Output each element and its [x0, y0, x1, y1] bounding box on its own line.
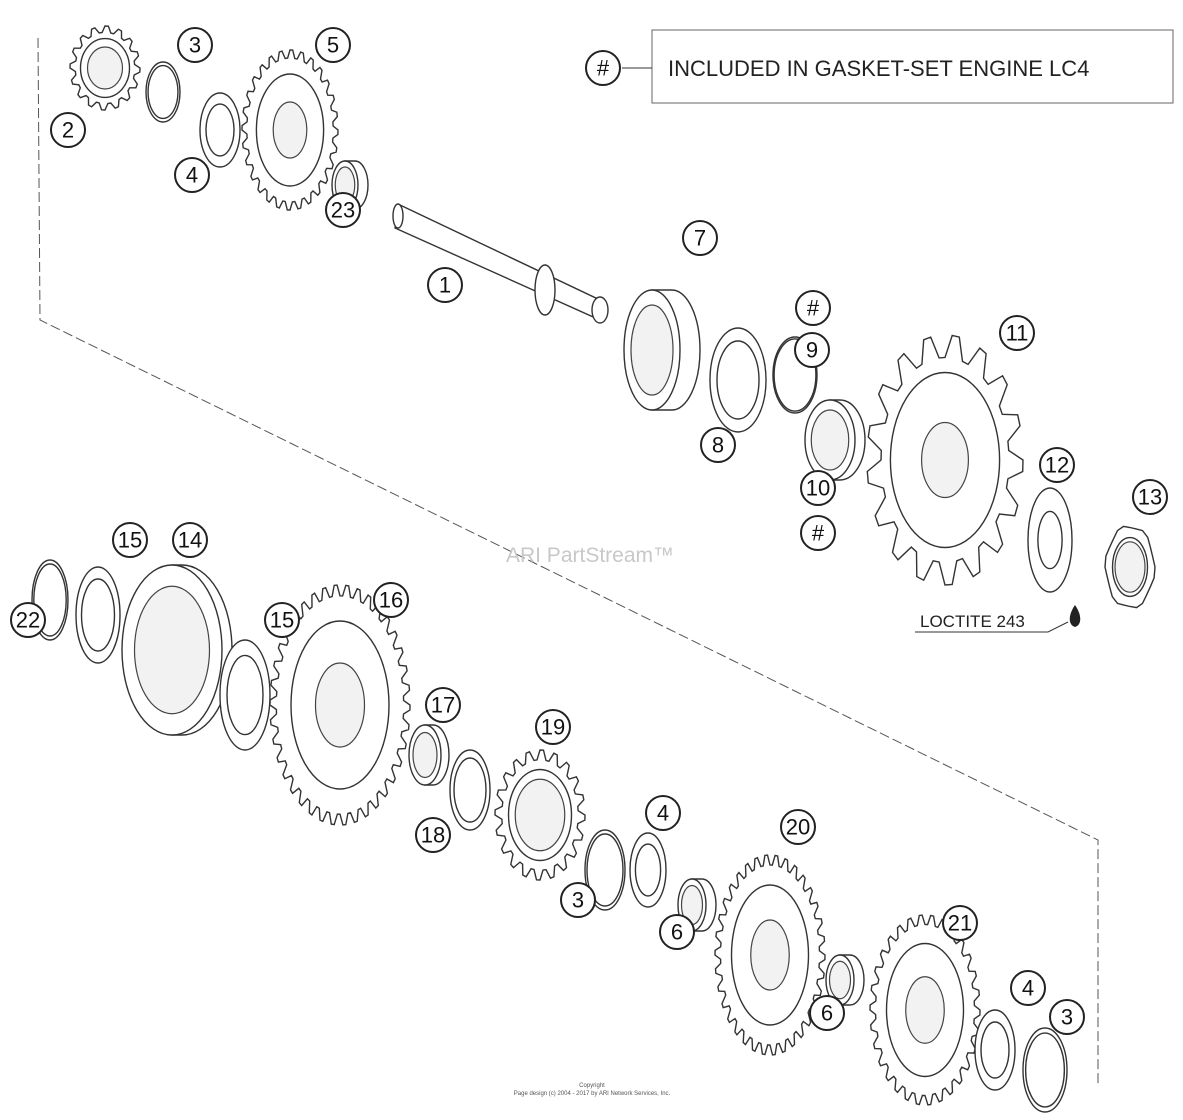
- loctite-note: LOCTITE 243: [915, 605, 1081, 633]
- callout-number: 17: [431, 693, 455, 718]
- callout-number: 20: [786, 815, 810, 840]
- callout-number: 7: [694, 226, 706, 251]
- sprocket-11: [866, 334, 1024, 586]
- callout-number: 4: [186, 163, 198, 188]
- callout-number: 13: [1138, 485, 1162, 510]
- washer-15: [75, 566, 121, 664]
- callout-19: 19: [535, 709, 571, 745]
- spacer-10: [804, 399, 866, 481]
- callout-5: 5: [315, 27, 351, 63]
- washer-4: [199, 92, 241, 168]
- circlip-3c: [1022, 1027, 1068, 1113]
- seal-8: [709, 327, 767, 433]
- callout-number: 8: [712, 433, 724, 458]
- callout-6: 6: [659, 914, 695, 950]
- callout-hash: #: [800, 515, 836, 551]
- legend-text: INCLUDED IN GASKET-SET ENGINE LC4: [668, 56, 1089, 81]
- callout-18: 18: [415, 817, 451, 853]
- washer-4b: [629, 832, 667, 908]
- callout-15: 15: [112, 522, 148, 558]
- gear-19: [494, 749, 586, 881]
- callout-3: 3: [177, 27, 213, 63]
- callout-13: 13: [1132, 479, 1168, 515]
- callout-number: 22: [16, 608, 40, 633]
- bushing-17: [408, 724, 450, 786]
- callout-number: 21: [948, 911, 972, 936]
- drop-icon: [1069, 605, 1081, 627]
- callout-22: 22: [10, 602, 46, 638]
- callout-15: 15: [264, 602, 300, 638]
- callout-number: 1: [439, 273, 451, 298]
- parts: [31, 25, 1156, 1113]
- callout-number: 19: [541, 715, 565, 740]
- callout-16: 16: [373, 582, 409, 618]
- callout-17: 17: [425, 687, 461, 723]
- callout-number: 18: [421, 823, 445, 848]
- callout-number: 16: [379, 588, 403, 613]
- callout-3: 3: [1049, 999, 1085, 1035]
- callout-2: 2: [50, 112, 86, 148]
- callout-1: 1: [427, 267, 463, 303]
- main-shaft-1: [392, 203, 609, 324]
- callout-20: 20: [780, 809, 816, 845]
- callout-number: 10: [806, 476, 830, 501]
- loctite-label: LOCTITE 243: [920, 612, 1025, 631]
- washer-15b: [219, 639, 271, 751]
- callout-10: 10: [800, 470, 836, 506]
- washer-18: [449, 749, 491, 831]
- legend: # INCLUDED IN GASKET-SET ENGINE LC4: [585, 29, 1174, 104]
- callout-7: 7: [682, 220, 718, 256]
- callout-4: 4: [174, 157, 210, 193]
- callout-14: 14: [172, 522, 208, 558]
- callout-number: 4: [1022, 976, 1034, 1001]
- callout-11: 11: [999, 315, 1035, 351]
- copyright-line1: Copyright: [579, 1083, 605, 1089]
- callout-number: 3: [189, 33, 201, 58]
- callout-number: 2: [62, 118, 74, 143]
- callout-8: 8: [700, 427, 736, 463]
- callout-number: #: [807, 296, 820, 321]
- callout-hash: #: [795, 290, 831, 326]
- callout-number: 3: [572, 888, 584, 913]
- callout-number: 5: [327, 33, 339, 58]
- bushing-6b: [825, 954, 865, 1006]
- bearing-14: [121, 564, 233, 736]
- gear-16: [269, 584, 411, 826]
- circlip-3: [145, 61, 181, 123]
- callout-6: 6: [809, 995, 845, 1031]
- callout-3: 3: [560, 882, 596, 918]
- gear-2: [69, 25, 141, 111]
- callout-number: 23: [331, 198, 355, 223]
- nut-13: [1104, 525, 1156, 609]
- callout-12: 12: [1039, 447, 1075, 483]
- legend-hash-callout: #: [585, 50, 621, 86]
- callout-4: 4: [1010, 970, 1046, 1006]
- gear-21: [869, 914, 981, 1106]
- callout-23: 23: [325, 192, 361, 228]
- callout-4: 4: [645, 795, 681, 831]
- callout-number: 6: [821, 1001, 833, 1026]
- bearing-7: [623, 289, 701, 411]
- callout-number: 9: [806, 338, 818, 363]
- callout-number: 6: [671, 920, 683, 945]
- callout-number: 15: [270, 608, 294, 633]
- washer-4c: [974, 1009, 1016, 1091]
- lock-washer-12: [1027, 487, 1073, 593]
- callout-number: 12: [1045, 453, 1069, 478]
- callout-number: 11: [1006, 321, 1029, 346]
- svg-text:#: #: [597, 56, 610, 81]
- callout-9: 9: [794, 332, 830, 368]
- callout-number: 4: [657, 801, 669, 826]
- circlip-3b: [584, 829, 626, 911]
- copyright-line2: Page design (c) 2004 - 2017 by ARI Netwo…: [514, 1091, 671, 1097]
- callout-21: 21: [942, 905, 978, 941]
- callout-number: 15: [118, 528, 142, 553]
- gear-5: [241, 49, 339, 211]
- callout-number: 14: [178, 528, 202, 553]
- callout-number: #: [812, 521, 825, 546]
- watermark: ARI PartStream™: [506, 544, 674, 567]
- callout-number: 3: [1061, 1005, 1073, 1030]
- gear-20: [714, 854, 826, 1056]
